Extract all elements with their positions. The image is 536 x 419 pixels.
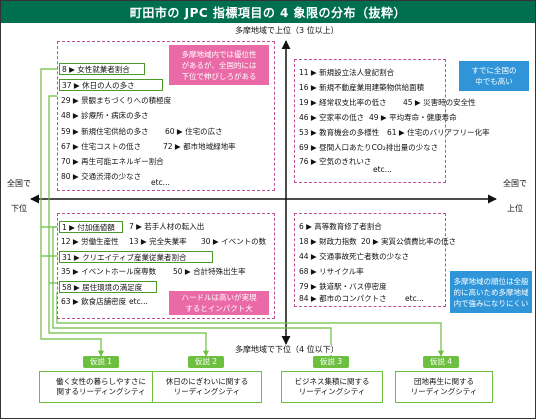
list-item: 72 ▶ 都市地域緑地率	[163, 142, 236, 151]
hypothesis-tag-3: 仮説 3	[313, 356, 349, 368]
hypothesis-4-line2: リーディングシティ	[410, 387, 478, 396]
list-item: 84 ▶ 都市のコンパクトさ	[299, 294, 387, 303]
list-item: 68 ▶ リサイクル率	[299, 267, 364, 276]
list-item: 30 ▶ イベントの数	[201, 237, 267, 246]
hypothesis-box-1: 働く女性の暮らしやすさに 関するリーディングシティ	[39, 371, 163, 403]
note-bottom-left-line2: するとインパクト大	[185, 304, 253, 313]
note-top-left: 多摩地域内では優位性 があるが、全国的には 下位で伸びしろがある	[169, 45, 269, 85]
axis-left-label: 全国で	[4, 179, 34, 189]
hypothesis-tag-1: 仮説 1	[83, 356, 119, 368]
list-item: 35 ▶ イベントホール席専数	[61, 267, 157, 276]
list-item: 63 ▶ 飲食店舗密度	[61, 297, 127, 306]
hypothesis-1-line2: 関するリーディングシティ	[56, 387, 146, 396]
axis-right-label-2: 上位	[498, 204, 532, 214]
list-item: 31 ▶ クリエイティブ産業従業者割合	[59, 251, 213, 263]
axis-left-label-2: 下位	[4, 204, 34, 214]
quadrant-top-right	[294, 59, 446, 183]
hypothesis-4-line1: 団地再生に関する	[414, 377, 474, 386]
list-item: 37 ▶ 休日の人の多さ	[59, 79, 163, 91]
list-item: 80 ▶ 交通渋滞の少なさ	[61, 172, 142, 181]
list-item: 60 ▶ 住宅の広さ	[165, 127, 223, 136]
note-bottom-left-line1: ハードルは高いが実現	[181, 293, 257, 302]
note-top-right-line1: すでに全国の	[471, 66, 517, 75]
connector-h3	[52, 226, 334, 357]
list-item: 67 ▶ 住宅コストの低さ	[61, 142, 142, 151]
etc-top-right: etc...	[373, 165, 392, 174]
axis-top-label: 多摩地域で上位（3 位以上）	[233, 26, 341, 36]
axis-right-line2: 上位	[507, 204, 523, 213]
note-bottom-right-line2: 的に高いため多摩地域	[453, 287, 529, 297]
list-item: 69 ▶ 昼間人口あたりCO₂排出量の少なさ	[299, 143, 439, 152]
list-item: 45 ▶ 災害時の安全性	[403, 98, 476, 107]
list-item: 29 ▶ 景観まちづくりへの積極度	[61, 96, 172, 105]
hypothesis-box-4: 団地再生に関する リーディングシティ	[395, 371, 493, 403]
list-item: 11 ▶ 新規設立法人登記割合	[299, 68, 395, 77]
list-item: 46 ▶ 空家率の低さ	[299, 113, 365, 122]
connector-h1	[40, 68, 104, 357]
note-bottom-left: ハードルは高いが実現 するとインパクト大	[169, 291, 269, 315]
etc-bottom-right: etc...	[405, 294, 424, 303]
hypothesis-3-line1: ビジネス集積に関する	[294, 377, 370, 386]
note-top-left-line3: 下位で伸びしろがある	[181, 71, 257, 81]
note-bottom-right-line3: 内で強みになりにくい	[453, 298, 529, 308]
axis-left-line2: 下位	[11, 204, 27, 213]
list-item: 49 ▶ 平均寿命・健康寿命	[369, 113, 457, 122]
hypothesis-tag-2: 仮説 2	[188, 356, 224, 368]
hypothesis-3-line2: リーディングシティ	[298, 387, 366, 396]
list-item: 70 ▶ 再生可能エネルギー割合	[61, 157, 164, 166]
note-top-right-line2: 中でも高い	[475, 77, 513, 86]
note-top-left-line2: があるが、全国的には	[181, 60, 257, 70]
note-bottom-right: 多摩地域の順位は全般 的に高いため多摩地域 内で強みになりにくい	[450, 271, 532, 313]
list-item: 16 ▶ 新規不動産業用建築物供給面積	[299, 83, 425, 92]
list-item: 18 ▶ 財政力指数	[299, 237, 357, 246]
hypothesis-2-line2: リーディングシティ	[173, 387, 241, 396]
hypothesis-box-3: ビジネス集積に関する リーディングシティ	[281, 371, 383, 403]
list-item: 7 ▶ 若手人材の転入出	[129, 222, 205, 231]
etc-top-left: etc...	[151, 178, 170, 187]
list-item: 58 ▶ 居住環境の満足度	[59, 281, 157, 293]
list-item: 50 ▶ 合計特殊出生率	[173, 267, 246, 276]
quadrant-bottom-right	[294, 213, 446, 307]
hypothesis-1-line1: 働く女性の暮らしやすさに	[56, 377, 146, 386]
list-item: 12 ▶ 労働生産性	[61, 237, 119, 246]
list-item: 79 ▶ 鉄道駅・バス停密度	[299, 282, 387, 291]
list-item: 61 ▶ 住宅のバリアフリー化率	[387, 128, 490, 137]
list-item: 20 ▶ 実質公債費比率の低さ	[361, 237, 457, 246]
note-top-right: すでに全国の 中でも高い	[459, 61, 529, 91]
page-title: 町田市の JPC 指標項目の 4 象限の分布（抜粋）	[1, 1, 535, 23]
list-item: 13 ▶ 完全失業率	[129, 237, 187, 246]
list-item: 1 ▶ 付加価値額	[59, 221, 123, 233]
hypothesis-2-line1: 休日のにぎわいに関する	[165, 377, 249, 386]
list-item: 6 ▶ 高等教育修了者割合	[299, 222, 382, 231]
axis-right-label: 全国で	[498, 179, 532, 189]
list-item: 44 ▶ 交通事故死亡者数の少なさ	[299, 252, 410, 261]
axis-left-line1: 全国で	[7, 179, 31, 188]
hypothesis-box-2: 休日のにぎわいに関する リーディングシティ	[152, 371, 262, 403]
axis-bottom-label: 多摩地域で下位（4 位以下）	[233, 345, 341, 355]
list-item: 19 ▶ 経常収支比率の低さ	[299, 98, 387, 107]
axis-right-line1: 全国で	[503, 179, 527, 188]
note-bottom-right-line1: 多摩地域の順位は全般	[453, 276, 529, 286]
hypothesis-tag-4: 仮説 4	[423, 356, 459, 368]
list-item: 53 ▶ 教育機会の多様性	[299, 128, 380, 137]
list-item: 76 ▶ 空気のきれいさ	[299, 157, 372, 166]
list-item: 59 ▶ 新規住宅供給の多さ	[61, 127, 149, 136]
list-item: 48 ▶ 診療所・病床の多さ	[61, 111, 149, 120]
list-item: 8 ▶ 女性就業者割合	[59, 63, 145, 75]
note-top-left-line1: 多摩地域内では優位性	[181, 49, 257, 59]
etc-bottom-left: etc...	[129, 297, 148, 306]
